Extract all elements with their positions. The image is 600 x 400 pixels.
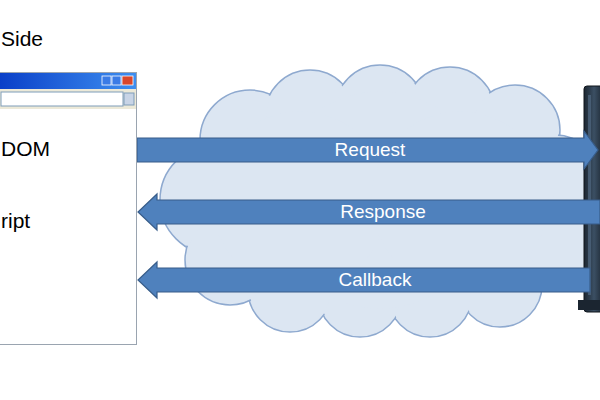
request-arrow <box>137 131 598 169</box>
side-heading: Side <box>1 27 43 50</box>
browser-window: SideDOMript <box>0 72 137 345</box>
arrow-label: Request <box>335 140 406 161</box>
arrow-label: Callback <box>339 270 412 291</box>
response-arrow <box>138 194 600 230</box>
browser-item: DOM <box>1 137 50 160</box>
flow-arrows <box>137 131 600 298</box>
callback-arrow <box>138 262 590 298</box>
arrow-label: Response <box>340 202 426 223</box>
browser-chrome <box>0 73 136 113</box>
browser-item: ript <box>1 209 30 232</box>
